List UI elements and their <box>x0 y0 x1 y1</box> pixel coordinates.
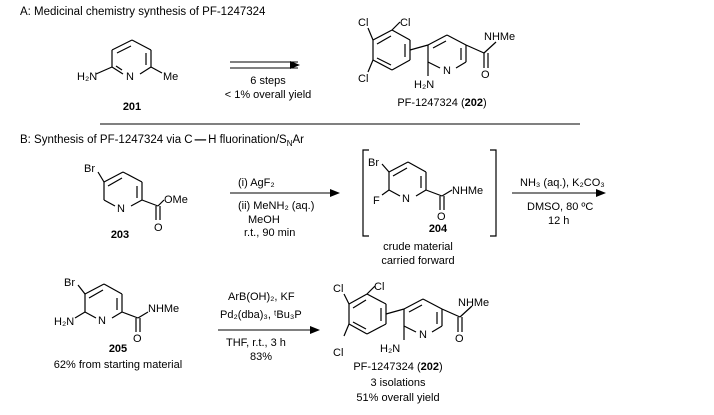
atom-nhme: NHMe <box>452 185 483 197</box>
atom-nhme: NHMe <box>148 303 179 315</box>
compound-204-note2: carried forward <box>381 255 454 267</box>
compound-201-structure: N H₂N Me <box>77 39 178 83</box>
product-202-label-a: PF-1247324 (202) <box>397 97 486 109</box>
reaction-arrowhead-1 <box>330 189 340 197</box>
atom-cl: Cl <box>333 283 343 295</box>
step2-line3: 12 h <box>548 215 569 227</box>
product-202-note1: 3 isolations <box>370 377 426 389</box>
step1-line3: MeOH <box>248 214 280 226</box>
atom-n: N <box>402 193 410 205</box>
arrow-a-line2: < 1% overall yield <box>225 89 312 101</box>
section-b-title: B: Synthesis of PF-1247324 via C—H fluor… <box>20 134 304 148</box>
atom-nh2: H₂N <box>77 71 97 83</box>
atom-me: Me <box>163 71 178 83</box>
bracket-right <box>490 149 497 237</box>
product-202-structure-b: Cl Cl Cl N H₂N NHMe O <box>333 281 489 359</box>
multistep-arrow <box>230 61 300 69</box>
compound-204-structure: Br F N NHMe O <box>368 157 483 223</box>
atom-cl: Cl <box>358 17 368 29</box>
atom-o: O <box>437 211 446 223</box>
compound-204-note1: crude material <box>383 241 453 253</box>
compound-201-label: 201 <box>123 101 141 113</box>
step3-line1: ArB(OH)₂, KF <box>228 291 295 303</box>
atom-nh2: H₂N <box>380 343 400 355</box>
atom-br: Br <box>84 163 95 175</box>
atom-br: Br <box>368 157 379 169</box>
atom-cl: Cl <box>358 73 368 85</box>
atom-ome: OMe <box>164 194 188 206</box>
compound-205-note: 62% from starting material <box>54 359 182 371</box>
step1-line2: (ii) MeNH₂ (aq.) <box>238 200 314 212</box>
compound-205-label: 205 <box>109 343 127 355</box>
atom-o: O <box>455 333 464 345</box>
step2-line1: NH₃ (aq.), K₂CO₃ <box>520 177 605 189</box>
atom-o: O <box>481 69 490 81</box>
compound-203-structure: Br N OMe O <box>84 163 188 234</box>
atom-br: Br <box>64 277 75 289</box>
compound-203-label: 203 <box>111 229 129 241</box>
atom-n: N <box>98 315 106 327</box>
product-202-label-b: PF-1247324 (202) <box>353 361 442 373</box>
arrow-a-line1: 6 steps <box>250 75 286 87</box>
reaction-arrowhead-3 <box>310 326 320 334</box>
step3-line3: THF, r.t., 3 h <box>226 337 286 349</box>
step1-line1: (i) AgF₂ <box>238 177 275 189</box>
bracket-left <box>362 149 369 237</box>
atom-cl: Cl <box>400 17 410 29</box>
atom-f: F <box>373 195 380 207</box>
atom-n: N <box>126 71 134 83</box>
atom-cl: Cl <box>374 281 384 293</box>
product-202-structure-a: Cl Cl Cl N H₂N NHMe O <box>358 17 515 91</box>
compound-204-label: 204 <box>429 223 448 235</box>
atom-nh2: H₂N <box>414 79 434 91</box>
reaction-arrowhead-2 <box>596 189 606 197</box>
atom-nhme: NHMe <box>458 297 489 309</box>
atom-nhme: NHMe <box>484 31 515 43</box>
section-a-title: A: Medicinal chemistry synthesis of PF-1… <box>20 6 266 18</box>
step3-line2: Pd₂(dba)₃, ᵗBu₃P <box>220 309 302 321</box>
atom-n: N <box>117 203 125 215</box>
atom-n: N <box>443 65 451 77</box>
atom-nh2: H₂N <box>54 316 74 328</box>
atom-cl: Cl <box>333 347 343 359</box>
compound-205-structure: Br H₂N N NHMe O <box>54 277 179 345</box>
atom-o: O <box>133 333 142 345</box>
step2-line2: DMSO, 80 ºC <box>527 201 593 213</box>
product-202-note2: 51% overall yield <box>356 392 439 404</box>
atom-n: N <box>419 329 427 341</box>
step1-line4: r.t., 90 min <box>244 227 295 239</box>
atom-o: O <box>154 222 163 234</box>
step3-line4: 83% <box>250 351 272 363</box>
